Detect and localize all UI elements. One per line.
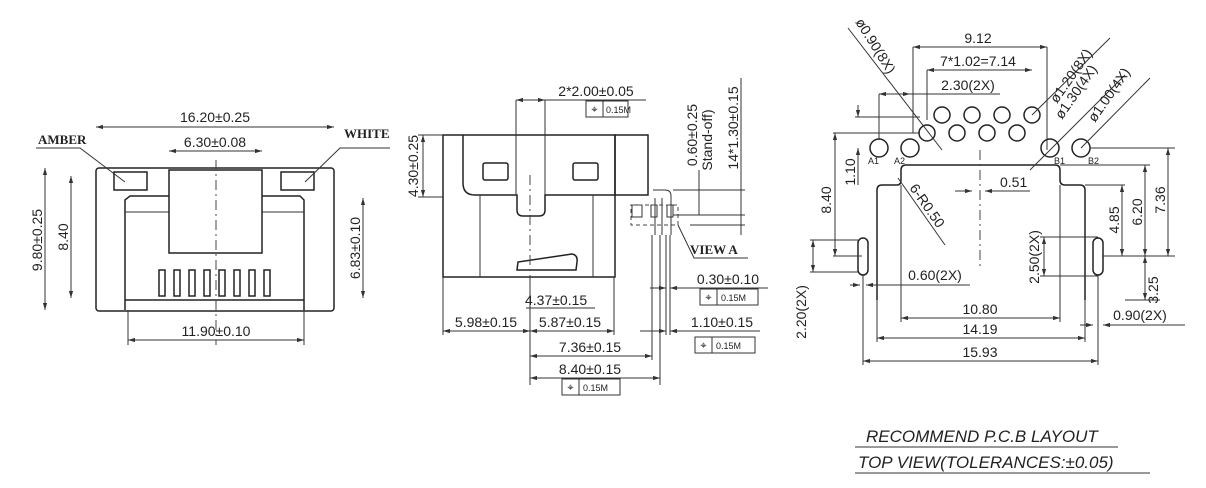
dim-jack-width: 6.30±0.08: [184, 134, 246, 150]
standoff-label: Stand-off): [699, 109, 715, 170]
dim-230: 2.30(2X): [941, 77, 995, 93]
dim-pin-length: 14*1.30±0.15: [725, 86, 741, 169]
tolerance-box: ⌖ 0.15M: [585, 100, 631, 118]
signal-holes: [918, 106, 1041, 142]
layout-subtitle: TOP VIEW(TOLERANCES:±0.05): [858, 453, 1114, 472]
dim-110: 1.10±0.15: [691, 314, 753, 330]
side-shield: [462, 135, 615, 217]
dim-912: 9.12: [964, 30, 991, 46]
position-icon: ⌖: [700, 340, 706, 352]
dim-220: 2.20(2X): [793, 285, 809, 339]
layout-title: RECOMMEND P.C.B LAYOUT: [866, 427, 1099, 446]
dim-inner-height: 8.40: [55, 223, 71, 250]
radius-label: 6-R0.50: [907, 181, 949, 231]
pcb-layout: A1 A2 B1 B2 9.12 7*1.02=7.14 2.30(2X) ø0…: [793, 15, 1185, 474]
shield-outline: [124, 195, 305, 310]
dim-overall-height: 9.80±0.25: [29, 209, 45, 271]
mounting-slot-right: [1092, 237, 1104, 276]
dim-peg-spacing: 2*2.00±0.05: [558, 83, 634, 99]
dim-090: 0.90(2X): [1113, 307, 1167, 323]
dim-1593: 15.93: [962, 344, 997, 360]
tolerance-value: 0.15M: [583, 383, 608, 393]
pin-label-b2: B2: [1088, 156, 1099, 166]
hole-090-label: ø0.90(8X): [852, 15, 899, 76]
contact-pins: [158, 269, 271, 297]
dim-736: 7.36: [1152, 186, 1168, 213]
housing-outline: [95, 167, 335, 312]
position-icon: ⌖: [567, 382, 573, 394]
tolerance-value: 0.15M: [606, 105, 631, 115]
tolerance-box: ⌖ 0.15M: [561, 378, 621, 396]
dim-shield-height: 6.83±0.10: [347, 217, 363, 279]
position-icon: ⌖: [705, 292, 711, 304]
latch-window: [482, 162, 509, 181]
dim-110: 1.10: [842, 158, 858, 185]
dim-pin-width: 0.30±0.10: [697, 271, 759, 287]
dim-standoff: 0.60±0.25: [684, 104, 700, 166]
latch-window: [572, 162, 599, 181]
position-icon: ⌖: [591, 104, 597, 116]
led-label-amber: AMBER: [38, 132, 87, 147]
dim-587: 5.87±0.15: [539, 314, 601, 330]
led-label-white: WHITE: [344, 126, 390, 141]
pin-label-a1: A1: [868, 156, 879, 166]
dim-shield-width: 11.90±0.10: [182, 323, 251, 339]
dim-485: 4.85: [1106, 206, 1122, 233]
pin-label-a2: A2: [894, 156, 905, 166]
front-view: 16.20±0.25 6.30±0.08 AMBER WHITE 9.80±0.…: [29, 109, 390, 345]
tolerance-value: 0.15M: [721, 293, 746, 303]
dim-325: 3.25: [1145, 276, 1161, 303]
dim-pitch: 7*1.02=7.14: [940, 53, 1016, 69]
dim-060: 0.60(2X): [908, 267, 962, 283]
dim-1419: 14.19: [962, 321, 997, 337]
dim-1080: 10.80: [962, 301, 997, 317]
side-housing: [442, 134, 616, 278]
pin-label-b1: B1: [1054, 156, 1065, 166]
dim-250: 2.50(2X): [1026, 230, 1042, 284]
white-led-window: [280, 171, 315, 191]
dim-body-height: 4.30±0.25: [405, 135, 421, 197]
dim-overall-width: 16.20±0.25: [180, 109, 250, 125]
dim-437: 4.37±0.15: [525, 292, 587, 308]
dim-840: 8.40±0.15: [559, 361, 621, 377]
amber-led-window: [113, 171, 148, 191]
dim-051: 0.51: [1000, 174, 1027, 190]
view-a-label: VIEW A: [690, 242, 738, 257]
dim-840: 8.40: [818, 186, 834, 213]
dim-736: 7.36±0.15: [559, 339, 621, 355]
dim-620: 6.20: [1129, 198, 1145, 225]
tolerance-value: 0.15M: [716, 341, 741, 351]
side-latch: [516, 253, 578, 271]
side-view: 2*2.00±0.05 ⌖ 0.15M 4.30±0.25 0.60±0.25 …: [405, 78, 768, 396]
tolerance-box: ⌖ 0.15M: [694, 336, 756, 354]
dim-598: 5.98±0.15: [455, 314, 517, 330]
tolerance-box: ⌖ 0.15M: [699, 288, 759, 306]
